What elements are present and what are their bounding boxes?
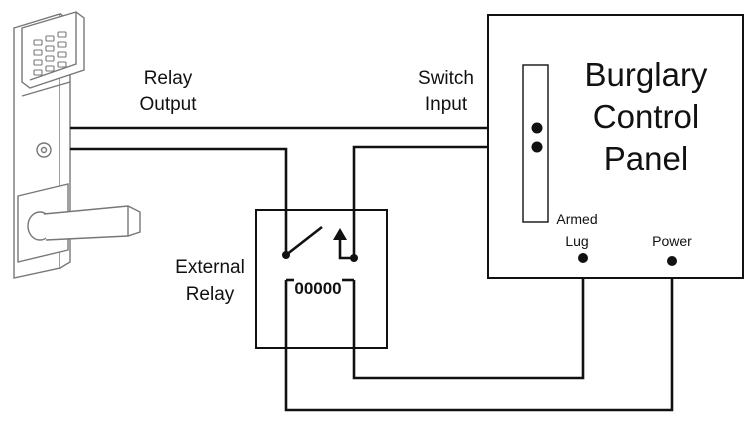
armed-lug-label-line2: Lug [565,233,588,249]
external-relay-box [255,209,388,349]
keypad-lock-icon [13,11,141,279]
external-relay-label-line2: Relay [186,284,235,305]
relay-contact-point [350,254,358,262]
relay-switch-arm [285,225,323,257]
wires [70,126,674,412]
relay-coil-icon: 00000 [294,279,341,298]
armed-lug-terminal [578,253,588,263]
burglary-control-panel: Burglary Control Panel Armed Lug Power [487,14,744,279]
external-relay-label-line1: External [175,257,245,278]
relay-switch-pivot [282,251,290,259]
armed-lug-label-line1: Armed [556,211,597,227]
power-label: Power [652,233,692,249]
relay-output-label-line1: Relay [144,68,193,89]
wire-switch-input-bottom [352,145,537,258]
power-terminal [667,256,677,266]
panel-title-line1: Burglary [585,56,708,93]
wire-relay-output-bottom [70,147,288,255]
switch-input-terminal-top [531,122,543,134]
relay-output-label-line2: Output [139,94,197,115]
switch-input-label-line2: Input [425,94,468,115]
panel-title-line2: Control [593,98,699,135]
switch-input-terminal-bottom [531,141,543,153]
switch-input-label-line1: Switch [418,68,474,89]
wire-armed-lug [352,258,585,380]
relay-contact-bracket [338,238,354,260]
external-relay: 00000 [255,209,388,349]
wire-power [284,261,674,412]
panel-title-line3: Panel [604,140,688,177]
relay-contact-arrow-icon [333,228,347,240]
